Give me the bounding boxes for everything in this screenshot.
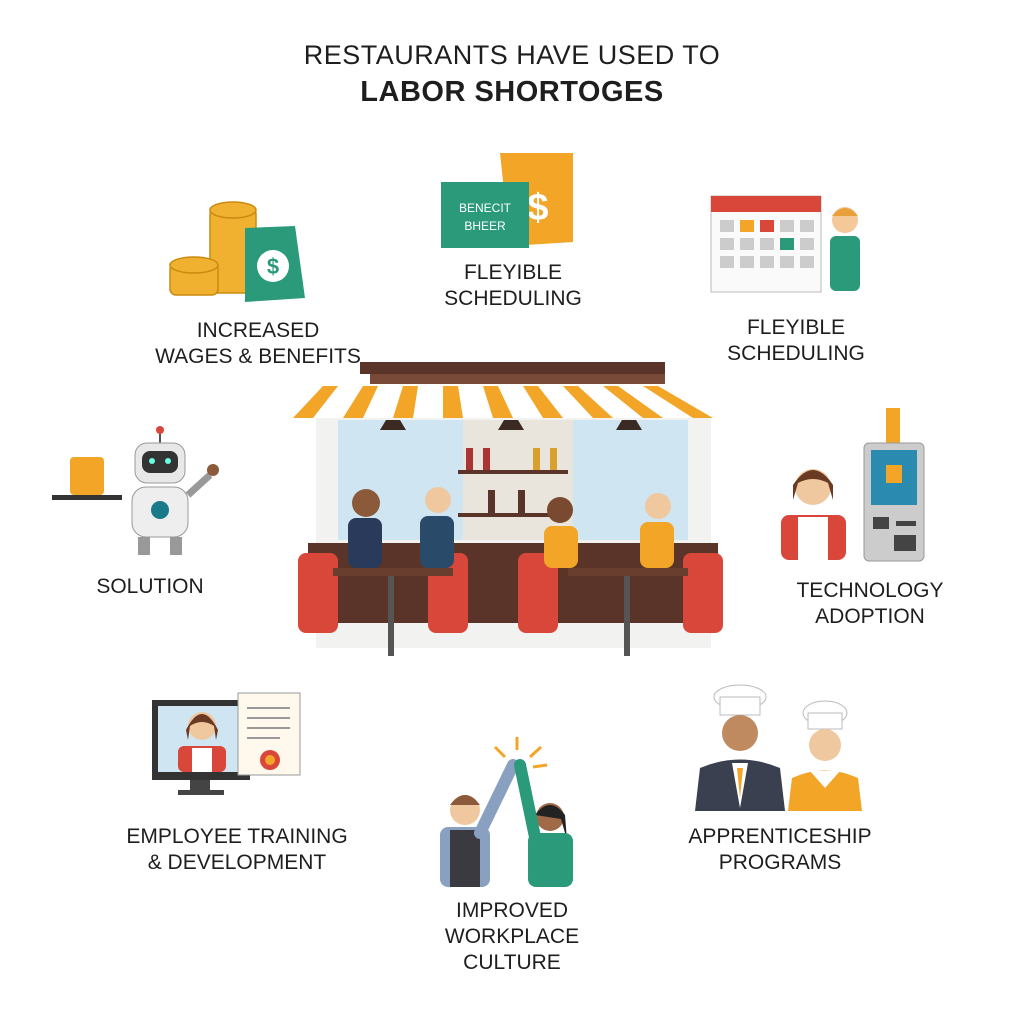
svg-text:$: $ — [267, 254, 279, 279]
label-line: ADOPTION — [815, 605, 925, 628]
label-line: APPRENTICESHIP — [688, 825, 872, 848]
label-line: SCHEDULING — [444, 287, 582, 310]
bag-text: BHEER — [464, 219, 506, 233]
title-line-1: RESTAURANTS HAVE USED TO — [303, 40, 721, 70]
bags-label: FLEYIBLE SCHEDULING — [444, 260, 582, 312]
robot-waiter-icon — [52, 426, 219, 555]
apprentice-label: APPRENTICESHIP PROGRAMS — [688, 824, 871, 876]
culture-label: IMPROVED WORKPLACE CULTURE — [445, 898, 579, 976]
bag-text: BENECIT — [459, 201, 512, 215]
label-line: IMPROVED — [455, 899, 569, 922]
benefit-bags-icon: $ BENECIT BHEER — [441, 153, 573, 248]
restaurant-storefront-illustration — [293, 362, 733, 656]
robot-label: SOLUTION — [96, 574, 203, 600]
label-line: & DEVELOPMENT — [147, 851, 327, 874]
label-line: WAGES & BENEFITS — [155, 345, 361, 368]
svg-text:$: $ — [527, 187, 548, 229]
label-line: CULTURE — [463, 951, 561, 974]
label-line: EMPLOYEE TRAINING — [126, 825, 348, 848]
calendar-icon — [710, 195, 860, 293]
coins-and-money-bag-icon: $ — [169, 201, 305, 302]
label-line: WORKPLACE — [444, 925, 580, 948]
label-line: TECHNOLOGY — [796, 579, 944, 602]
wages-label: INCREASED WAGES & BENEFITS — [155, 318, 361, 370]
label-line: INCREASED — [196, 319, 320, 342]
tech-label: TECHNOLOGY ADOPTION — [796, 578, 943, 630]
label-line: SCHEDULING — [727, 342, 865, 365]
label-line: FLEYIBLE — [463, 261, 563, 284]
chefs-icon — [695, 684, 862, 811]
online-training-certificate-icon — [152, 692, 301, 795]
label-line: PROGRAMS — [718, 851, 842, 874]
title-line-2: LABOR SHORTOGES — [360, 76, 664, 108]
label-line: SOLUTION — [96, 575, 204, 598]
self-order-kiosk-icon — [781, 408, 925, 562]
high-five-icon — [440, 737, 573, 887]
training-label: EMPLOYEE TRAINING & DEVELOPMENT — [126, 824, 347, 876]
label-line: FLEYIBLE — [746, 316, 846, 339]
calendar-label: FLEYIBLE SCHEDULING — [727, 315, 865, 367]
